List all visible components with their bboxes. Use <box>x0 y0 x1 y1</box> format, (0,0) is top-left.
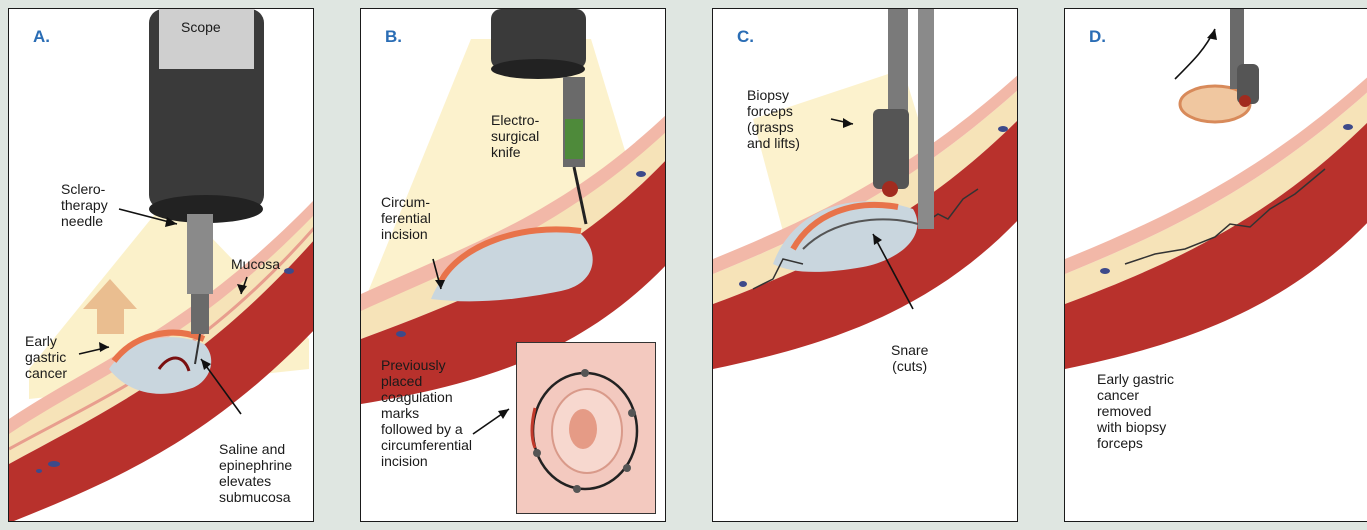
panel-letter: B. <box>385 27 402 47</box>
panel-b: B. Electro- surgical knife Circum- feren… <box>360 8 666 522</box>
label-snare: Snare (cuts) <box>891 342 928 374</box>
label-early-gastric-cancer: Early gastric cancer <box>25 333 67 381</box>
panel-c: C. Biopsy forceps (grasps and lifts) Sna… <box>712 8 1018 522</box>
label-saline-epinephrine: Saline and epinephrine elevates submucos… <box>219 441 292 505</box>
panel-d: D. Early gastric cancer removed with bio… <box>1064 8 1367 522</box>
panel-letter: C. <box>737 27 754 47</box>
panel-c-illustration <box>713 9 1018 522</box>
label-scope: Scope <box>181 19 221 35</box>
label-coagulation-marks: Previously placed coagulation marks foll… <box>381 357 472 469</box>
label-mucosa: Mucosa <box>231 256 280 272</box>
panel-letter: D. <box>1089 27 1106 47</box>
inset-illustration <box>517 343 655 513</box>
panel-a: A. Scope Sclero- therapy needle Mucosa E… <box>8 8 314 522</box>
inset-coagulation-marks <box>516 342 656 514</box>
label-sclerotherapy-needle: Sclero- therapy needle <box>61 181 108 229</box>
label-circumferential-incision: Circum- ferential incision <box>381 194 431 242</box>
label-electrosurgical-knife: Electro- surgical knife <box>491 112 539 160</box>
panel-letter: A. <box>33 27 50 47</box>
label-early-gastric-cancer-removed: Early gastric cancer removed with biopsy… <box>1097 371 1174 451</box>
label-biopsy-forceps: Biopsy forceps (grasps and lifts) <box>747 87 800 151</box>
